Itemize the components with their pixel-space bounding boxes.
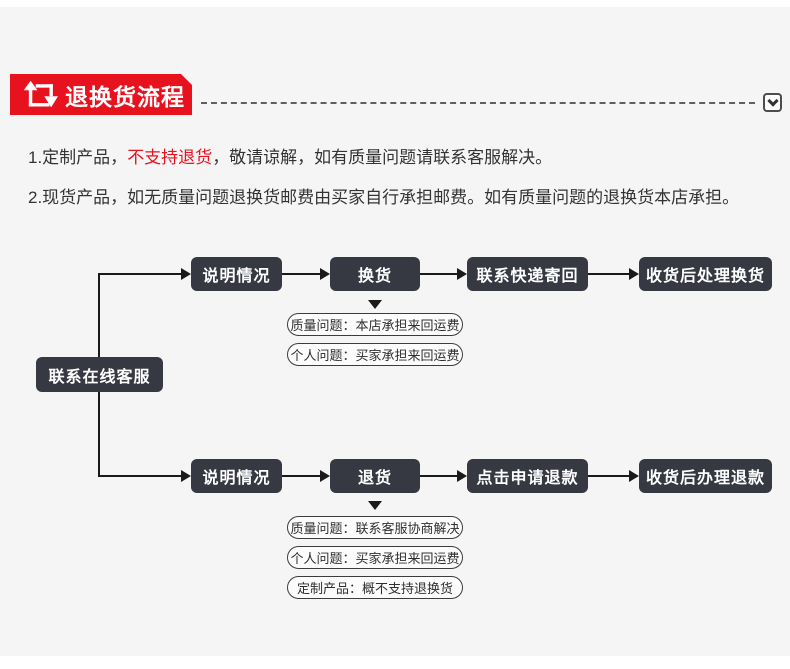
- node-process-refund: 收货后办理退款: [639, 459, 772, 493]
- top-branch-arrowhead-icon: [181, 268, 191, 280]
- note-1-prefix: 1.定制产品，: [28, 148, 128, 167]
- header-dashed-divider: [201, 102, 755, 104]
- note-1-highlight: 不支持退货: [127, 148, 213, 167]
- bottom-arrowhead-3-icon: [629, 470, 639, 482]
- top-arrowhead-1-icon: [320, 268, 330, 280]
- policy-note-1: 1.定制产品，不支持退货，敬请谅解，如有质量问题请联系客服解决。: [28, 143, 552, 168]
- bottom-arrow-line-3: [588, 475, 631, 477]
- node-exchange: 换货: [330, 257, 420, 291]
- node-return: 退货: [330, 459, 420, 493]
- exchange-annotation-personal: 个人问题：买家承担来回运费: [287, 343, 463, 366]
- return-annotation-quality: 质量问题：联系客服协商解决: [287, 516, 463, 539]
- bottom-arrow-line-2: [420, 475, 459, 477]
- return-pointer-icon: [368, 501, 382, 510]
- top-arrow-line-1: [282, 273, 322, 275]
- chevron-down-icon: [766, 94, 779, 107]
- section-title: 退换货流程: [65, 83, 185, 110]
- node-process-exchange: 收货后处理换货: [639, 257, 772, 291]
- policy-note-2: 2.现货产品，如无质量问题退换货邮费由买家自行承担邮费。如有质量问题的退换货本店…: [28, 188, 740, 207]
- bottom-arrowhead-2-icon: [457, 470, 467, 482]
- node-apply-refund: 点击申请退款: [467, 459, 588, 493]
- note-1-suffix: ，敬请谅解，如有质量问题请联系客服解决。: [212, 148, 553, 167]
- node-contact-courier: 联系快递寄回: [467, 257, 588, 291]
- bottom-branch-arrowhead-icon: [181, 470, 191, 482]
- exchange-pointer-icon: [368, 300, 382, 309]
- top-arrow-line-3: [588, 273, 631, 275]
- top-branch-line: [98, 273, 183, 275]
- top-arrowhead-3-icon: [629, 268, 639, 280]
- node-explain-situation-bottom: 说明情况: [191, 459, 282, 493]
- collapse-toggle[interactable]: [763, 93, 782, 112]
- bottom-arrowhead-1-icon: [320, 470, 330, 482]
- node-contact-service: 联系在线客服: [36, 357, 163, 392]
- bottom-branch-line: [98, 475, 183, 477]
- return-annotation-custom: 定制产品：概不支持退换货: [287, 576, 463, 599]
- exchange-annotation-quality: 质量问题：本店承担来回运费: [287, 313, 463, 336]
- top-arrowhead-2-icon: [457, 268, 467, 280]
- bottom-arrow-line-1: [282, 475, 322, 477]
- node-explain-situation-top: 说明情况: [191, 257, 282, 291]
- return-annotation-personal: 个人问题：买家承担来回运费: [287, 546, 463, 569]
- section-header-banner: 退换货流程: [10, 74, 192, 115]
- exchange-loop-icon: [22, 79, 58, 110]
- top-arrow-line-2: [420, 273, 459, 275]
